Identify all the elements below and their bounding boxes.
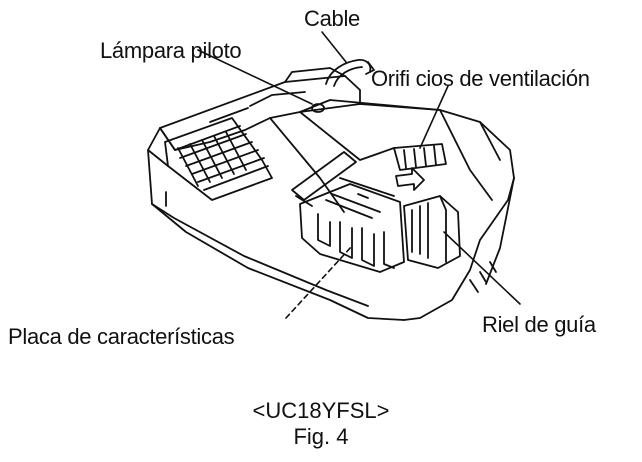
label-cable: Cable [304,6,360,31]
leader-cable [321,31,347,63]
leader-vents [419,85,449,149]
leader-lines [197,31,521,319]
leader-guide-rail [443,231,521,305]
terminal-block [299,177,405,273]
figure-caption: Fig. 4 [293,424,349,449]
label-pilot-lamp: Lámpara piloto [100,38,242,63]
guide-rail-shape [291,151,461,269]
power-cable [325,59,375,87]
label-vents: Orifi cios de ventilación [371,66,590,91]
charger-body [147,67,515,321]
leader-nameplate [285,245,353,319]
leader-pilot-lamp [197,49,313,105]
label-nameplate: Placa de características [8,324,235,349]
model-caption: <UC18YFSL> [252,398,390,423]
label-guide-rail: Riel de guía [482,312,596,337]
